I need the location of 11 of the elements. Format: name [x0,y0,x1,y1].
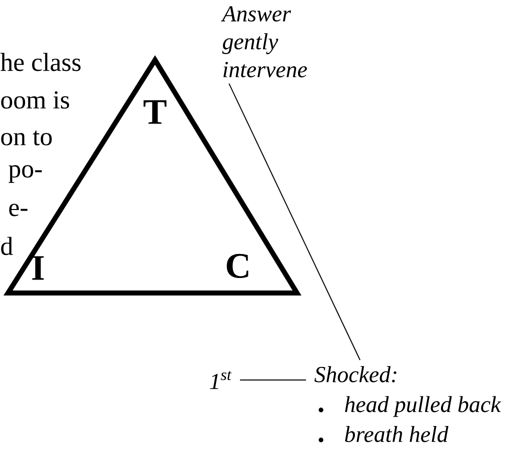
paragraph-line: he class [0,52,81,72]
paragraph-line: oom is [1,91,70,109]
leader-line [228,83,360,360]
annotation-text: Answer gently intervene [220,6,307,78]
paragraph-line: on to [1,130,52,146]
annotation-text: 1$^{st}$ [210,370,232,389]
paragraph-line: po- [8,165,42,183]
paragraph-line: d [1,236,13,256]
annotation-text: Shocked: head pulled back breath held [314,366,502,442]
paragraph-line: e- [9,204,28,216]
leader-line [240,379,306,380]
